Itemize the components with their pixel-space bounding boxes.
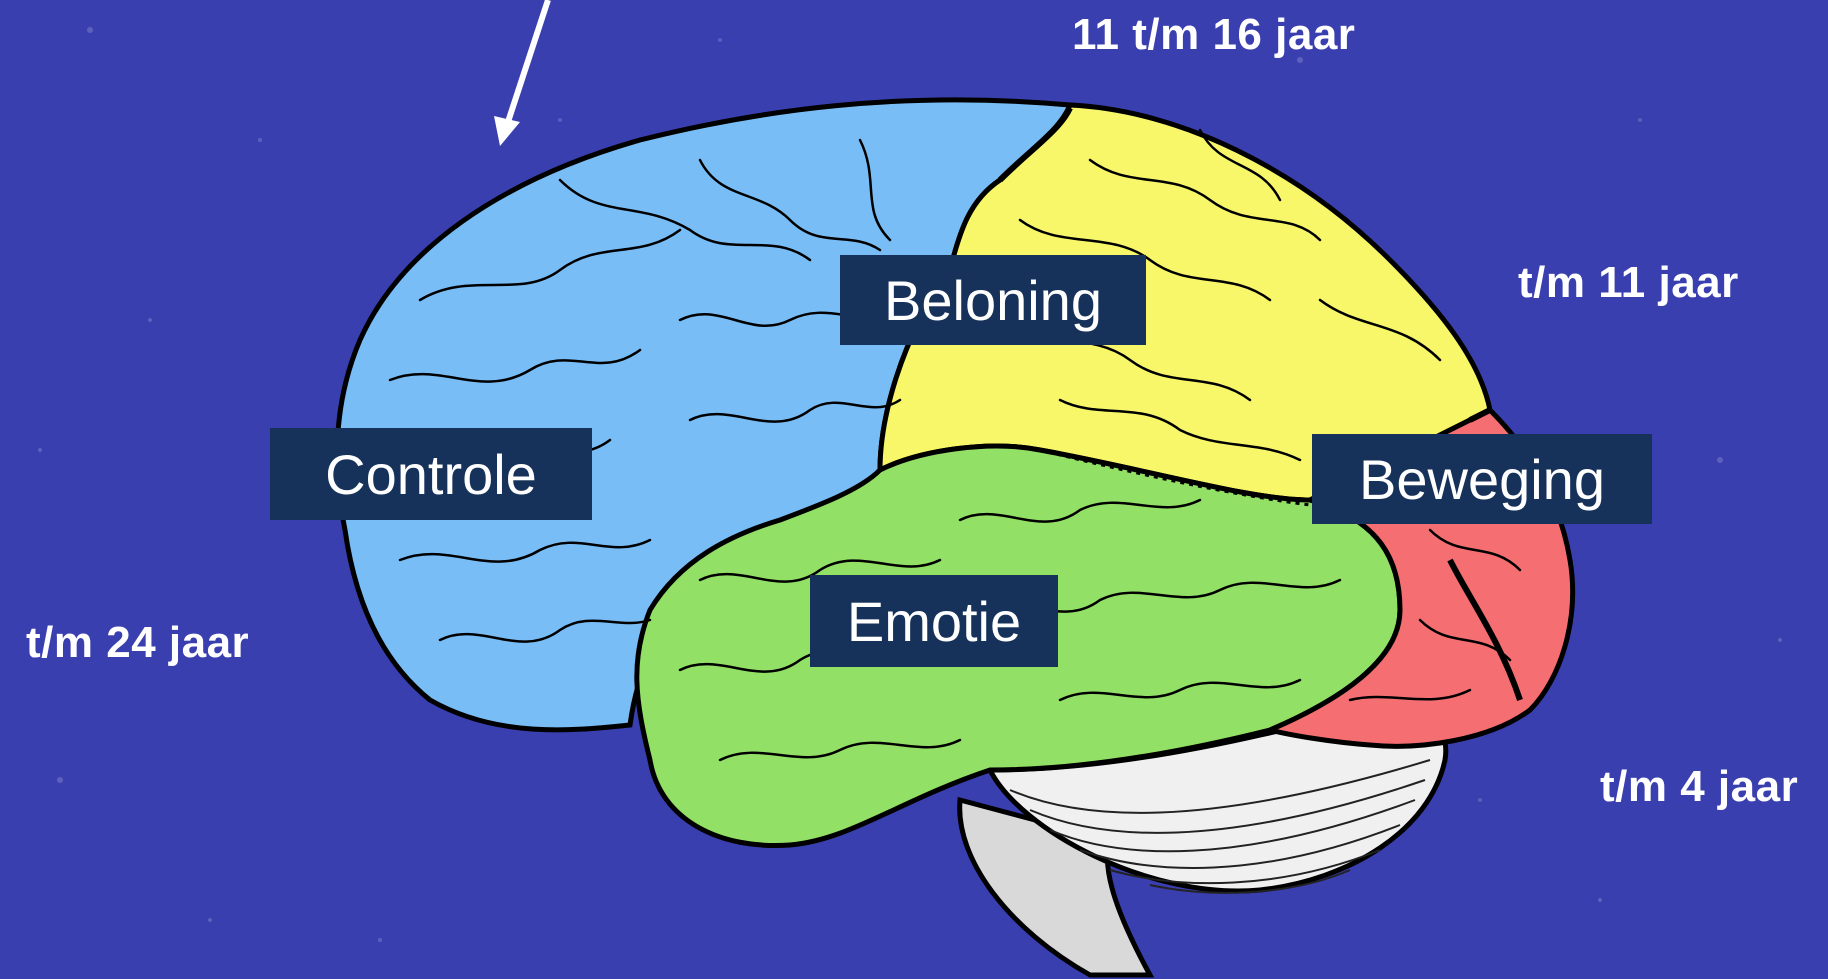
age-left: t/m 24 jaar — [26, 618, 249, 668]
region-label-beloning: Beloning — [840, 255, 1146, 345]
age-top: 11 t/m 16 jaar — [1072, 10, 1355, 60]
age-right-upper: t/m 11 jaar — [1518, 258, 1739, 308]
age-right-lower: t/m 4 jaar — [1600, 762, 1798, 812]
region-label-beweging: Beweging — [1312, 434, 1652, 524]
region-label-controle: Controle — [270, 428, 592, 520]
region-label-emotie: Emotie — [810, 575, 1058, 667]
arrow-down-left-icon — [494, 0, 548, 146]
